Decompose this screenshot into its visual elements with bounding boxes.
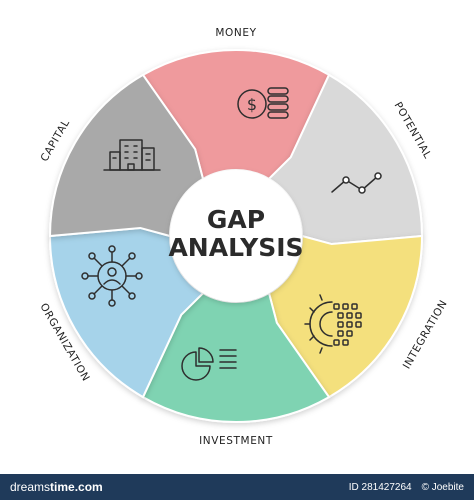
money-coins-icon: $ <box>237 87 289 119</box>
footer-id: ID 281427264 <box>348 481 412 493</box>
svg-text:$: $ <box>247 95 257 114</box>
gap-analysis-diagram: GAP ANALYSIS MONEY POTENTIAL INTEGRATION… <box>37 27 450 447</box>
footer-brand-suffix: time.com <box>50 480 103 494</box>
footer-brand-prefix: dreams <box>10 480 51 494</box>
user-network-icon <box>81 245 143 307</box>
footer-bar: dreamstime.com ID 281427264 © Joebite <box>0 474 474 500</box>
center-title-line2: ANALYSIS <box>168 233 303 262</box>
footer-author: © Joebite <box>421 481 464 493</box>
segment-label-money: MONEY <box>215 27 256 39</box>
gear-grid-icon <box>304 294 362 354</box>
footer-brand: dreamstime.com <box>10 480 103 494</box>
line-trend-icon <box>331 172 382 194</box>
segment-label-investment: INVESTMENT <box>199 435 273 447</box>
footer-meta: ID 281427264 © Joebite <box>349 482 464 493</box>
pie-chart-document-icon <box>181 347 237 381</box>
center-title-line1: GAP <box>207 205 265 234</box>
center-circle <box>170 170 302 302</box>
office-building-icon <box>103 139 161 171</box>
